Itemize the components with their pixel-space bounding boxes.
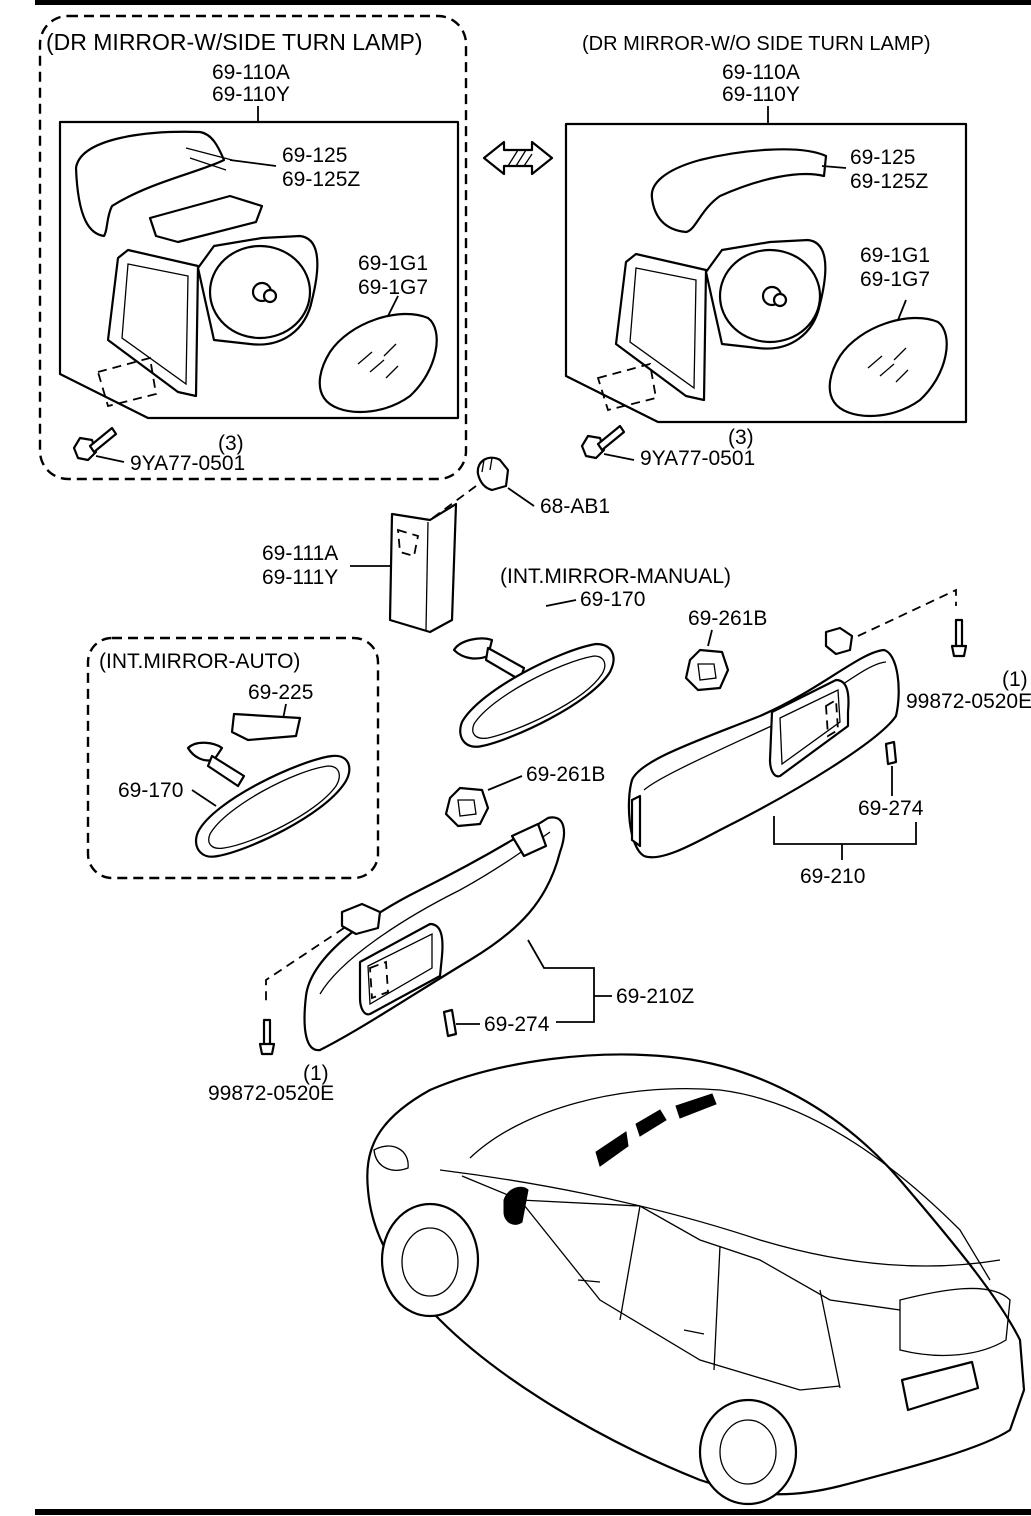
part-69-125z: 69-125Z xyxy=(282,168,360,191)
bolt-icon xyxy=(580,424,626,460)
right-sun-visor: 69-261B (1) 99872-0520E 69-274 69-210 xyxy=(627,588,1031,888)
mirror-cover-part xyxy=(650,148,828,234)
group-title: (DR MIRROR-W/O SIDE TURN LAMP) xyxy=(582,33,931,55)
part-69-170: 69-170 xyxy=(118,779,183,802)
part-69-125: 69-125 xyxy=(850,146,915,169)
part-69-110y: 69-110Y xyxy=(212,83,290,106)
group-box-dashed xyxy=(86,636,380,880)
group-dr-mirror-with-lamp: (DR MIRROR-W/SIDE TURN LAMP) 69-110A 69-… xyxy=(38,14,468,481)
rearview-mirror-auto xyxy=(194,754,351,858)
part-69-225: 69-225 xyxy=(248,681,313,704)
visor-clip-part xyxy=(684,648,730,692)
part-69-111a: 69-111A xyxy=(262,542,338,565)
part-69-125: 69-125 xyxy=(282,144,347,167)
vehicle-illustration xyxy=(366,1053,1026,1506)
part-69-110a: 69-110A xyxy=(722,61,800,84)
group-int-mirror-manual: (INT.MIRROR-MANUAL) 69-170 xyxy=(452,565,731,748)
part-69-1g1: 69-1G1 xyxy=(860,244,930,267)
qty-3-label: (3) xyxy=(218,432,244,455)
group-title: (INT.MIRROR-MANUAL) xyxy=(500,565,731,588)
part-69-261b: 69-261B xyxy=(688,607,767,630)
qty-1-label: (1) xyxy=(1002,668,1028,691)
group-int-mirror-auto: (INT.MIRROR-AUTO) 69-225 69-170 xyxy=(86,636,380,880)
part-69-261b: 69-261B xyxy=(526,763,605,786)
location-marker-visor-right xyxy=(675,1093,717,1119)
bolt-icon xyxy=(72,426,118,462)
part-69-125z: 69-125Z xyxy=(850,170,928,193)
sun-visor-part xyxy=(627,648,900,859)
part-9ya77-0501: 9YA77-0501 xyxy=(130,452,245,475)
part-69-1g7: 69-1G7 xyxy=(358,276,428,299)
group-box-dashed xyxy=(38,14,468,481)
part-69-274: 69-274 xyxy=(858,797,924,820)
location-marker-door-mirror xyxy=(503,1186,529,1225)
part-68-ab1-bulb: 68-AB1 xyxy=(429,456,610,521)
group-title: (DR MIRROR-W/SIDE TURN LAMP) xyxy=(46,29,423,55)
mirror-frame-part xyxy=(614,252,708,402)
turn-lamp-part xyxy=(148,194,264,244)
part-69-1g7: 69-1G7 xyxy=(860,268,930,291)
part-69-111a-cover: 69-111A 69-111Y xyxy=(262,502,458,634)
left-sun-visor: 69-261B (1) 99872-0520E 69-274 69-210Z xyxy=(208,763,694,1105)
part-69-210: 69-210 xyxy=(800,865,865,888)
qty-1-label: (1) xyxy=(303,1062,329,1085)
rear-wheel xyxy=(698,1398,798,1506)
part-69-274: 69-274 xyxy=(484,1013,550,1036)
part-69-110a: 69-110A xyxy=(212,61,290,84)
part-99872-0520e: 99872-0520E xyxy=(208,1082,334,1105)
group-title: (INT.MIRROR-AUTO) xyxy=(99,650,300,673)
part-9ya77-0501: 9YA77-0501 xyxy=(640,447,755,470)
part-99872-0520e: 99872-0520E xyxy=(906,690,1031,713)
visor-clip-part xyxy=(444,786,490,828)
interchangeable-arrow-icon xyxy=(482,140,554,176)
location-marker-visor-left xyxy=(595,1131,629,1167)
rearview-mirror-manual xyxy=(459,642,615,748)
top-rule xyxy=(35,0,1031,5)
group-dr-mirror-without-lamp: (DR MIRROR-W/O SIDE TURN LAMP) 69-110A 6… xyxy=(564,33,968,470)
mirror-frame-part xyxy=(106,248,200,398)
mirror-cover-part xyxy=(74,130,226,238)
part-69-210z: 69-210Z xyxy=(616,985,694,1008)
part-68-ab1: 68-AB1 xyxy=(540,495,610,518)
part-69-170: 69-170 xyxy=(580,588,645,611)
mirror-glass-part xyxy=(828,317,948,417)
location-marker-int-mirror xyxy=(635,1109,667,1137)
part-69-1g1: 69-1G1 xyxy=(358,252,428,275)
front-wheel xyxy=(380,1202,480,1318)
part-69-110y: 69-110Y xyxy=(722,83,800,106)
license-plate xyxy=(900,1360,980,1412)
mirror-glass-part xyxy=(318,313,438,413)
part-69-111y: 69-111Y xyxy=(262,566,338,589)
qty-3-label: (3) xyxy=(728,426,754,449)
bottom-rule xyxy=(35,1509,1031,1515)
